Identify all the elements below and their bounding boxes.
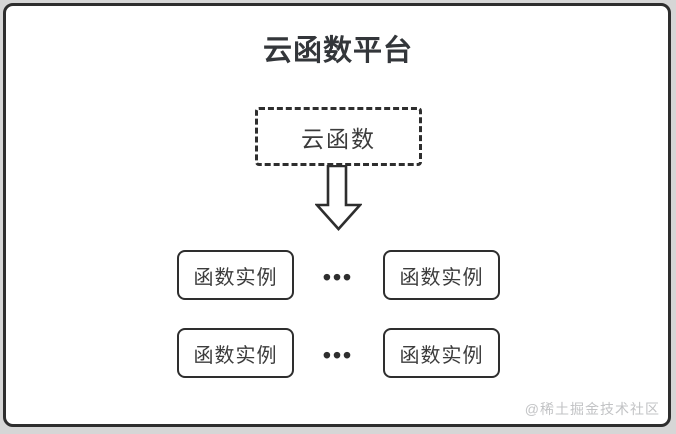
ellipsis-dots: •••	[322, 342, 354, 368]
function-instance-node: 函数实例	[383, 328, 500, 378]
down-arrow-icon	[315, 165, 362, 231]
function-instance-node: 函数实例	[177, 250, 294, 300]
cloud-function-node: 云函数	[255, 107, 422, 166]
function-instance-label: 函数实例	[399, 266, 484, 289]
function-instance-node: 函数实例	[383, 250, 500, 300]
function-instance-label: 函数实例	[399, 344, 484, 367]
function-instance-label: 函数实例	[193, 266, 278, 289]
function-instance-node: 函数实例	[177, 328, 294, 378]
ellipsis-dots: •••	[322, 264, 354, 290]
cloud-function-label: 云函数	[301, 125, 376, 152]
page-title: 云函数平台	[262, 35, 413, 67]
watermark: @稀土掘金技术社区	[524, 401, 660, 417]
function-instance-label: 函数实例	[193, 344, 278, 367]
